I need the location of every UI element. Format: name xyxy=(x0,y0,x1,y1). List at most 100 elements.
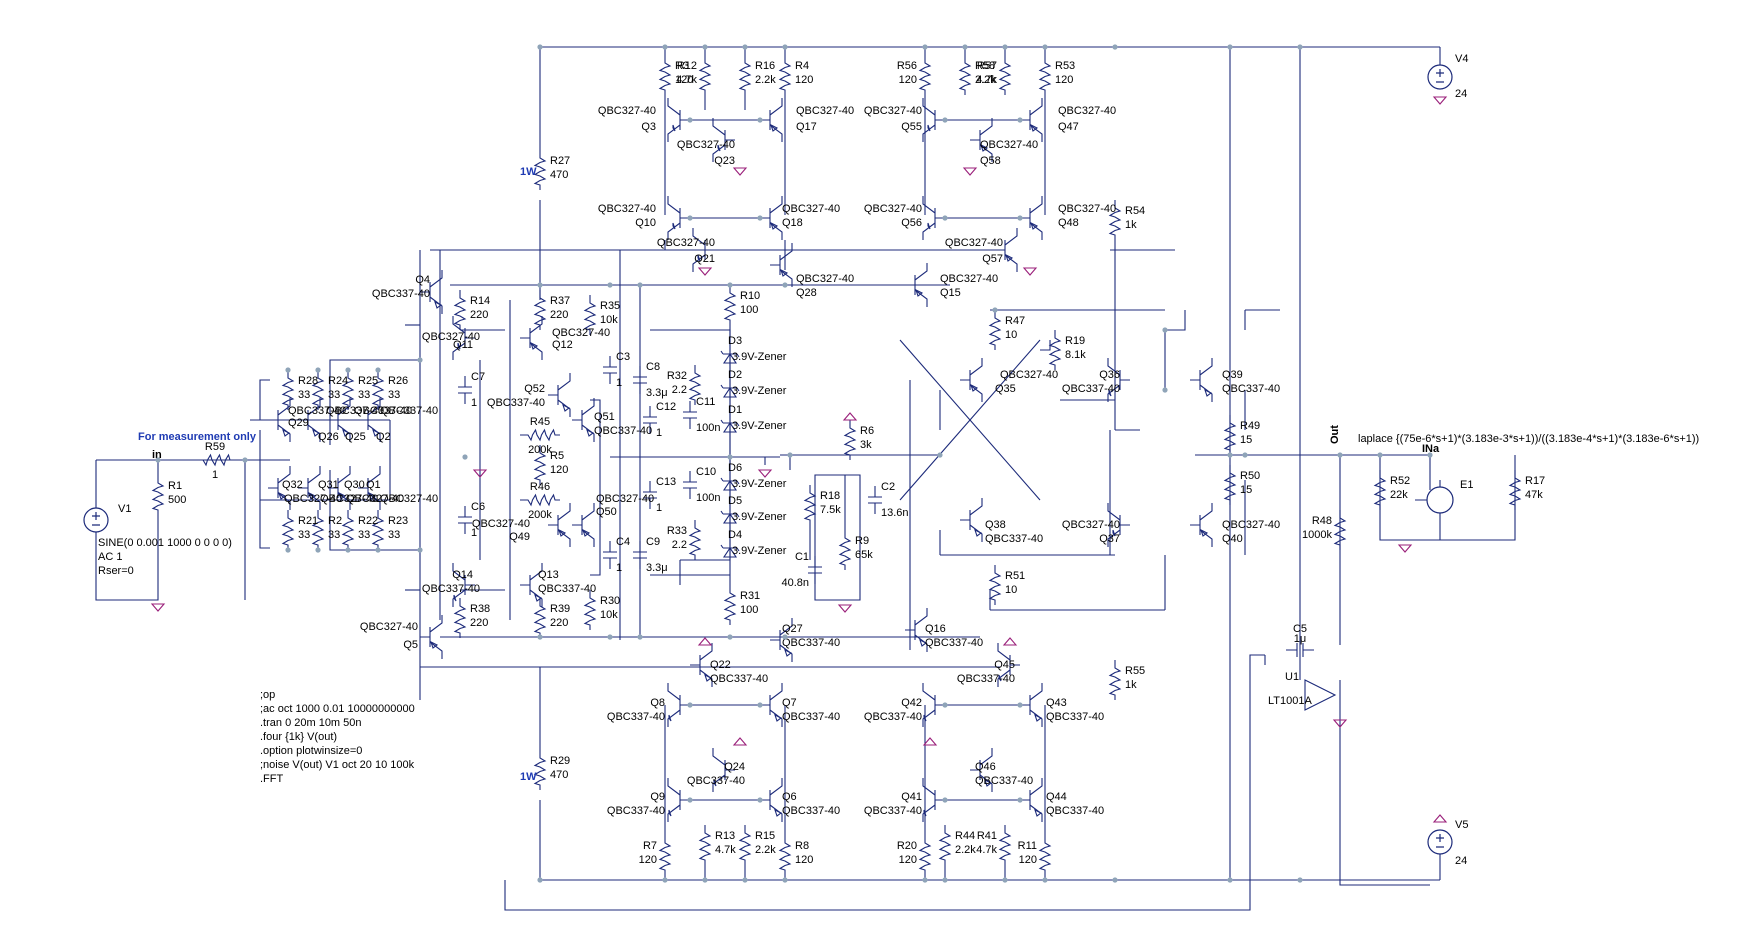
resistor-r24 xyxy=(311,370,325,410)
transistor-ref: Q4 xyxy=(415,274,430,286)
voltage-source-v4 xyxy=(1427,64,1453,90)
diode-ref: D4 xyxy=(728,529,742,541)
transistor-ref: Q42 xyxy=(901,697,922,709)
zener-d4 xyxy=(720,540,740,564)
transistor-q46 xyxy=(970,748,993,792)
junction-dot xyxy=(242,457,248,463)
resistor-value: 200k xyxy=(528,509,552,521)
bjt-body xyxy=(548,503,571,547)
resistor-zigzag xyxy=(688,520,702,560)
transistor-q28 xyxy=(770,243,793,287)
resistor-zigzag xyxy=(583,295,597,335)
resistor-value: 120 xyxy=(899,74,917,86)
bjt-arrow xyxy=(717,144,721,152)
transistor-q21 xyxy=(692,228,715,272)
resistor-value: 33 xyxy=(358,529,370,541)
resistor-ref: R49 xyxy=(1240,420,1260,432)
transistor-ref: Q44 xyxy=(1046,791,1067,803)
resistor-zigzag xyxy=(341,510,355,550)
resistor-r18 xyxy=(803,485,817,525)
source-polarity xyxy=(92,512,100,526)
bjt-body xyxy=(712,118,735,162)
junction-dot xyxy=(1242,452,1248,458)
resistor-zigzag xyxy=(311,370,325,410)
transistor-q42 xyxy=(922,683,945,727)
capacitor-plates xyxy=(808,556,822,584)
resistor-ref: R11 xyxy=(1018,840,1037,852)
resistor-zigzag xyxy=(688,365,702,405)
resistor-r28 xyxy=(281,370,295,410)
capacitor-value: 1 xyxy=(656,427,662,439)
transistor-q10 xyxy=(667,196,690,240)
wire xyxy=(650,329,731,561)
transistor-q35 xyxy=(960,358,983,402)
resistor-ref: R26 xyxy=(388,375,408,387)
junction-dot xyxy=(727,282,733,288)
capacitor-value: 3.3μ xyxy=(646,562,668,574)
bjt-body xyxy=(760,683,783,727)
resistor-r16 xyxy=(738,55,752,95)
resistor-r59 xyxy=(195,453,235,467)
resistor-ref: R35 xyxy=(600,300,620,312)
transistor-model: QBC337-40 xyxy=(782,805,840,817)
diode-value: 3.9V-Zener xyxy=(732,545,787,557)
ground-symbol xyxy=(697,267,713,276)
junction-dot xyxy=(1002,44,1008,50)
resistor-zigzag xyxy=(958,55,972,95)
bjt-arrow xyxy=(1204,388,1213,397)
zener-symbol xyxy=(720,473,740,497)
capacitor-c6 xyxy=(458,506,472,534)
resistor-zigzag xyxy=(843,420,857,460)
transistor-ref: Q57 xyxy=(982,253,1003,265)
junction-dot xyxy=(727,634,733,640)
bjt-arrow xyxy=(457,342,461,350)
resistor-r1 xyxy=(151,475,165,515)
resistor-r41 xyxy=(998,825,1012,865)
transistor-q9 xyxy=(667,778,690,822)
transistor-q36 xyxy=(1107,358,1130,402)
transistor-model: QBC327-40 xyxy=(1058,203,1116,215)
resistor-value: 33 xyxy=(298,389,310,401)
junction-dot xyxy=(1337,452,1343,458)
resistor-zigzag xyxy=(723,285,737,325)
junction-dot xyxy=(1042,44,1048,50)
zener-symbol xyxy=(720,415,740,439)
bjt-body xyxy=(770,618,793,662)
transistor-ref: Q16 xyxy=(925,623,946,635)
transistor-ref: Q7 xyxy=(782,697,797,709)
bjt-arrow xyxy=(970,383,979,392)
resistor-ref: R21 xyxy=(298,515,318,527)
bjt-arrow xyxy=(923,809,927,817)
resistor-value: 4.7k xyxy=(976,74,997,86)
resistor-value: 33 xyxy=(358,389,370,401)
junction-dot xyxy=(942,117,948,123)
bjt-arrow xyxy=(368,491,377,500)
bjt-body xyxy=(520,563,543,607)
resistor-ref: R19 xyxy=(1065,335,1085,347)
resistor-value: 22k xyxy=(1390,489,1408,501)
resistor-r19 xyxy=(1048,330,1062,370)
capacitor-ref: C13 xyxy=(656,476,676,488)
bjt-arrow xyxy=(668,714,672,722)
resistor-zigzag xyxy=(778,835,792,875)
transistor-q6 xyxy=(760,778,783,822)
junction-dot xyxy=(782,877,788,883)
transistor-q1 xyxy=(358,466,381,510)
zener-symbol xyxy=(720,380,740,404)
resistor-value: 220 xyxy=(470,617,488,629)
capacitor-plates xyxy=(633,366,647,394)
junction-dot xyxy=(782,634,788,640)
transistor-q23 xyxy=(712,118,735,162)
resistor-r20 xyxy=(918,835,932,875)
junction-dot xyxy=(757,702,763,708)
resistor-zigzag xyxy=(918,835,932,875)
bjt-body xyxy=(922,683,945,727)
resistor-value: 470 xyxy=(550,169,568,181)
junction-dot xyxy=(537,282,543,288)
capacitor-c3 xyxy=(603,356,617,384)
transistor-q27 xyxy=(770,618,793,662)
zener-symbol xyxy=(720,346,740,370)
bjt-arrow xyxy=(923,714,927,722)
resistor-zigzag xyxy=(151,475,165,515)
